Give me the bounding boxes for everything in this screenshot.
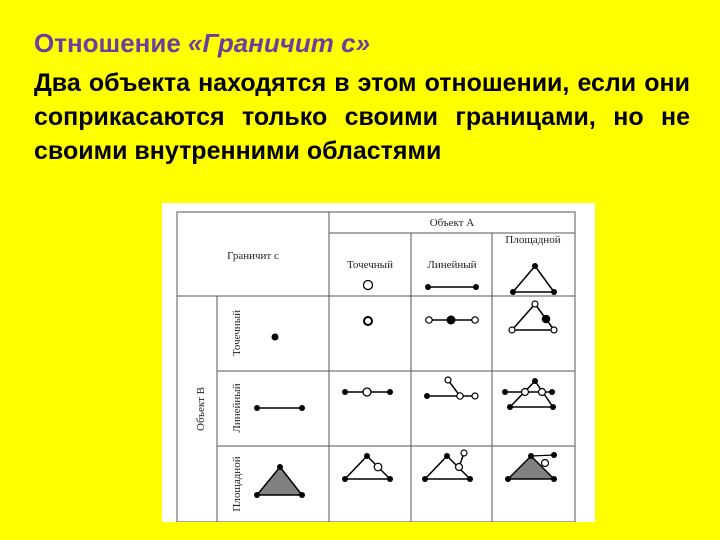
corner-label: Граничит с	[227, 250, 279, 262]
cell-point-line	[425, 315, 479, 325]
row-label-area: Площадной	[231, 456, 243, 511]
table-frame	[176, 211, 576, 522]
object-b-label: Объект В	[195, 387, 207, 431]
slide-title: Отношение «Граничит с»	[34, 28, 370, 59]
row-label-line: Линейный	[231, 383, 243, 432]
cell-area-area	[505, 452, 557, 482]
table-grid	[176, 211, 576, 522]
header-point-icon	[362, 279, 374, 291]
row-label-point: Точечный	[231, 310, 243, 356]
column-label-area: Площадной	[505, 234, 560, 246]
header-line-icon	[425, 284, 479, 290]
cell-point-area	[508, 300, 558, 334]
column-label-line: Линейный	[427, 259, 476, 271]
cell-line-point	[342, 387, 393, 397]
header-area-icon	[510, 263, 557, 295]
cell-point-point	[363, 316, 373, 326]
relation-table-figure: Граничит с Объект А Точечный Линейный Пл…	[162, 203, 595, 522]
cell-area-line	[422, 449, 473, 482]
relation-table-svg: Граничит с Объект А Точечный Линейный Пл…	[176, 211, 576, 522]
row-line-icon	[254, 405, 305, 411]
row-area-icon	[254, 464, 305, 498]
definition-text: Два объекта находятся в этом отношении, …	[34, 69, 690, 165]
cell-line-area	[502, 378, 556, 410]
row-point-icon	[271, 333, 279, 341]
title-relation-name: «Граничит с»	[188, 28, 371, 58]
cell-area-point	[342, 453, 393, 482]
object-a-label: Объект А	[430, 217, 475, 229]
title-prefix: Отношение	[34, 28, 189, 58]
cell-line-line	[424, 376, 479, 400]
column-label-point: Точечный	[347, 259, 393, 271]
